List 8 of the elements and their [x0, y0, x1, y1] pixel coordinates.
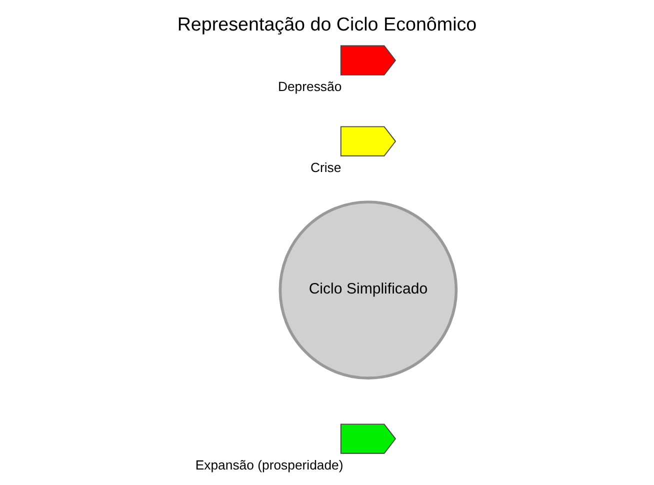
diagram-title: Representação do Ciclo Econômico	[177, 14, 477, 35]
node-chevron	[340, 45, 396, 76]
node-circle: Ciclo Simplificado	[278, 200, 458, 380]
node-label: Crise	[310, 160, 342, 176]
node-chevron	[340, 424, 396, 454]
node-label: Expansão (prosperidade)	[195, 458, 344, 473]
node-label: Depressão	[278, 79, 342, 94]
node-chevron	[340, 126, 396, 156]
